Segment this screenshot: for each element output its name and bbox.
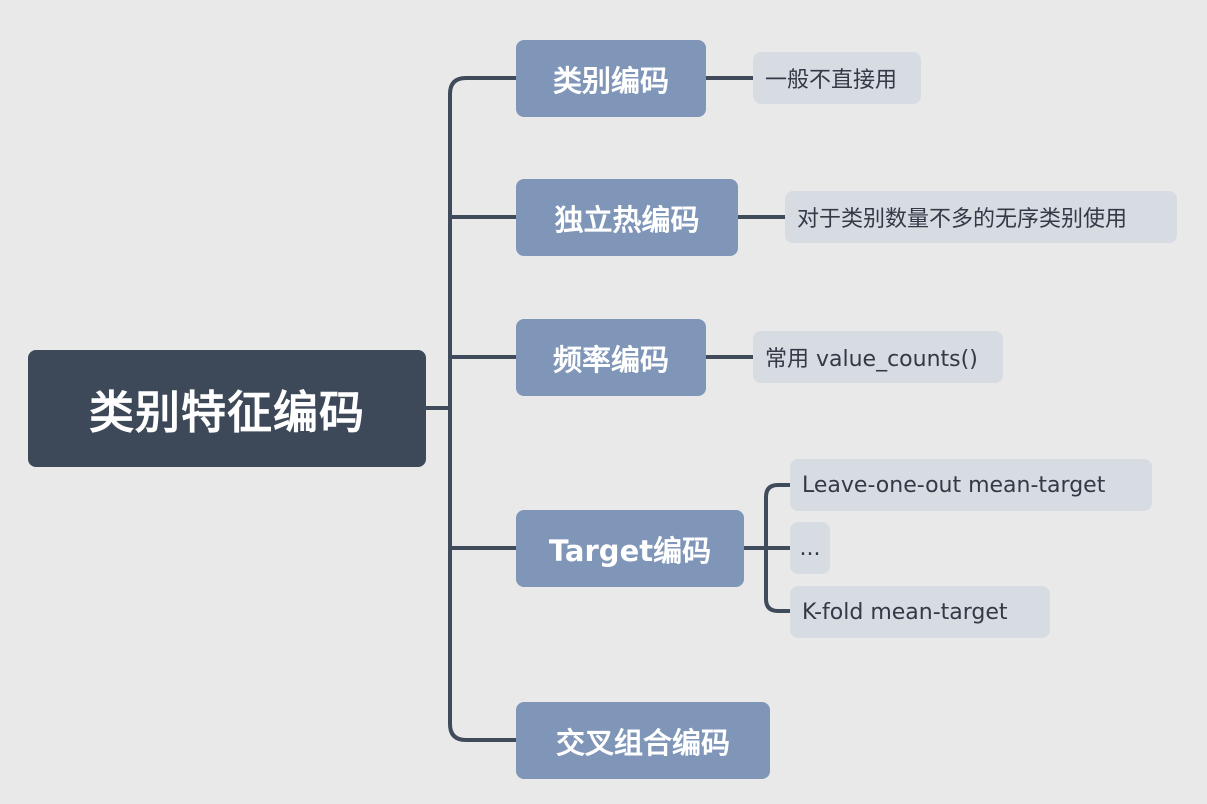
leaf-node-category-note[interactable]: 一般不直接用 (753, 52, 921, 104)
leaf-node-ellipsis[interactable]: ... (790, 522, 830, 574)
leaf-node-one-hot-note[interactable]: 对于类别数量不多的无序类别使用 (785, 191, 1177, 243)
branch-node-cross-combination-encoding[interactable]: 交叉组合编码 (516, 702, 770, 779)
branch-node-one-hot-encoding[interactable]: 独立热编码 (516, 179, 738, 256)
leaf-node-k-fold[interactable]: K-fold mean-target (790, 586, 1050, 638)
branch-node-target-encoding[interactable]: Target编码 (516, 510, 744, 587)
leaf-node-leave-one-out[interactable]: Leave-one-out mean-target (790, 459, 1152, 511)
root-node[interactable]: 类别特征编码 (28, 350, 426, 467)
branch-node-category-encoding[interactable]: 类别编码 (516, 40, 706, 117)
trunk-connector (448, 76, 518, 742)
leaf-node-frequency-note[interactable]: 常用 value_counts() (753, 331, 1003, 383)
branch-node-frequency-encoding[interactable]: 频率编码 (516, 319, 706, 396)
